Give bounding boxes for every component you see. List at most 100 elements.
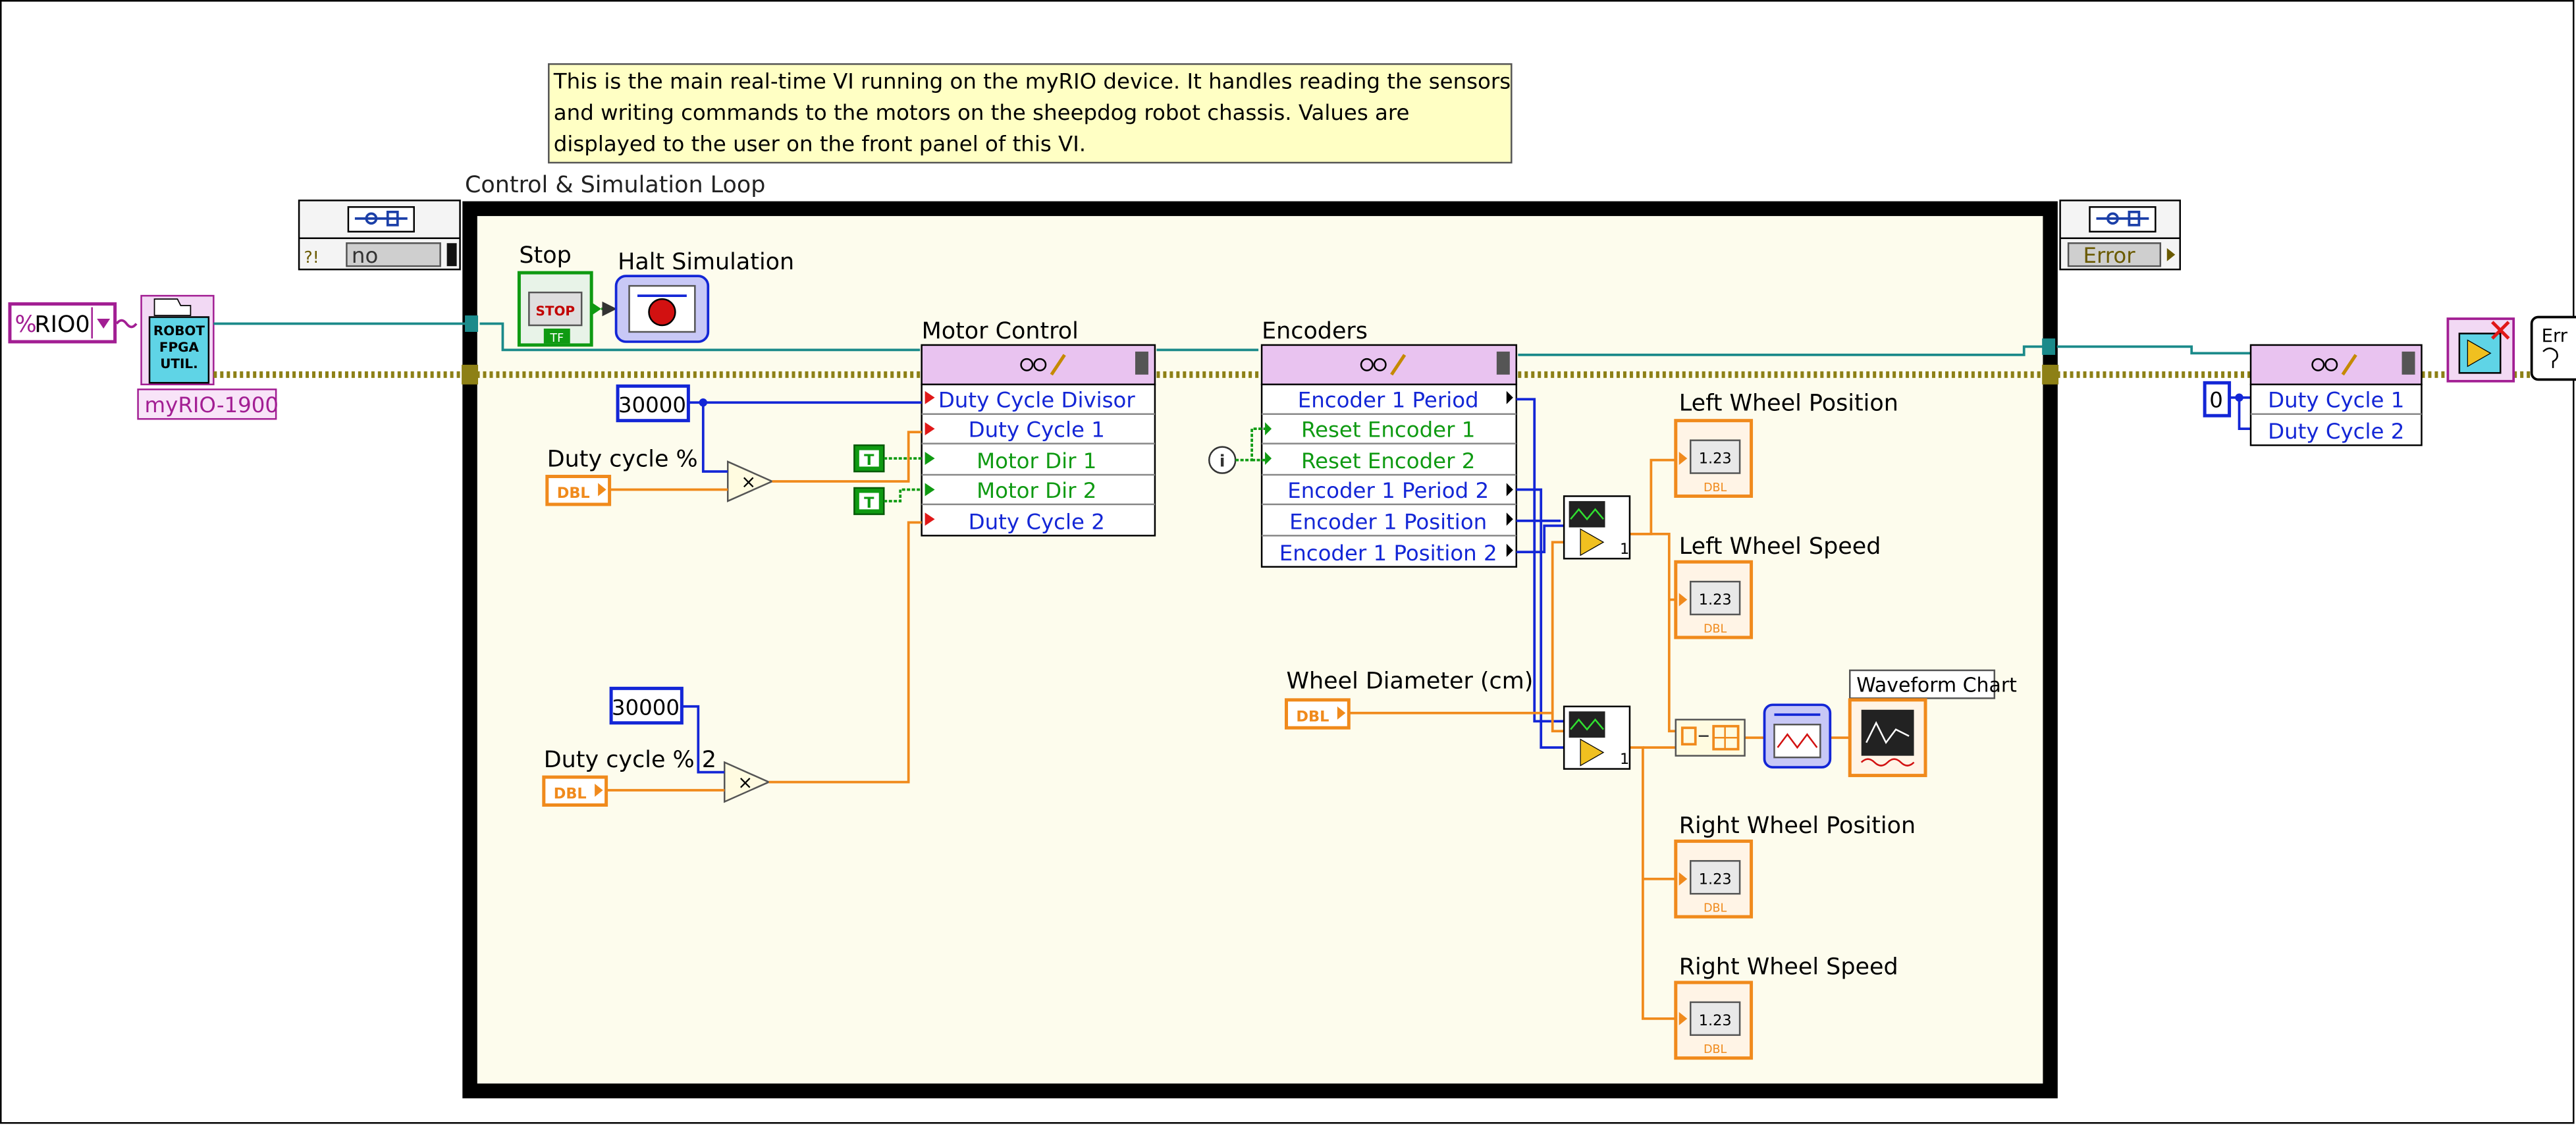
multiply-node[interactable]: × bbox=[726, 460, 774, 502]
waveform-chart-indicator[interactable] bbox=[1848, 698, 1927, 778]
dbl-text: DBL bbox=[557, 485, 590, 502]
refnum-wire bbox=[213, 322, 2251, 356]
duty-cycle-label: Duty cycle % bbox=[547, 446, 698, 473]
wheel-diameter-control[interactable]: DBL bbox=[1285, 698, 1351, 730]
encoders-label: Encoders bbox=[1262, 318, 1368, 344]
subvi-index: 1 bbox=[1620, 541, 1629, 558]
motor-shutdown-express-vi[interactable]: Duty Cycle 1 Duty Cycle 2 bbox=[2249, 344, 2423, 446]
divisor-constant[interactable] bbox=[616, 384, 690, 423]
motor-control-terminals: Duty Cycle Divisor Duty Cycle 1 Motor Di… bbox=[921, 388, 1155, 534]
tunnel-value: Error bbox=[2083, 243, 2136, 268]
true-constant-2[interactable]: T bbox=[853, 487, 885, 516]
close-fpga-reference-node[interactable] bbox=[2446, 317, 2515, 383]
comment-box: This is the main real-time VI running on… bbox=[548, 63, 1513, 164]
index-glyph: i bbox=[1220, 452, 1225, 471]
resource-name: RIO0 bbox=[34, 311, 90, 338]
duty-cycle-2-label: Duty cycle % 2 bbox=[544, 747, 716, 773]
indicator-label: Left Wheel Position bbox=[1679, 391, 1898, 417]
left-wheel-position-indicator[interactable]: 1.23 DBL bbox=[1674, 419, 1754, 498]
comment-line: and writing commands to the motors on th… bbox=[554, 100, 1410, 125]
terminal-label: Duty Cycle 2 bbox=[2268, 419, 2404, 444]
right-wheel-position-indicator[interactable]: 1.23 DBL bbox=[1674, 839, 1754, 919]
motor-control-label: Motor Control bbox=[922, 318, 1079, 344]
fpga-label-box bbox=[137, 389, 277, 420]
terminal-label: Encoder 1 Position bbox=[1289, 509, 1487, 534]
terminal-label: Reset Encoder 1 bbox=[1301, 418, 1475, 443]
zero-constant-value: 0 bbox=[2209, 388, 2223, 413]
multiply-node-2[interactable]: × bbox=[724, 761, 771, 803]
stop-button-terminal[interactable]: STOP TF bbox=[517, 271, 602, 347]
halt-simulation-label: Halt Simulation bbox=[618, 249, 794, 275]
dbl-text: DBL bbox=[1704, 902, 1727, 915]
robot-fpga-util-subvi[interactable]: ROBOT FPGA UTIL. bbox=[140, 294, 215, 386]
fpga-target-label: myRIO-1900 bbox=[145, 392, 279, 418]
encoder-conversion-subvi-left[interactable]: 1 bbox=[1563, 495, 1631, 560]
indicator-glyph: 1.23 bbox=[1699, 450, 1732, 468]
chevron-down-icon[interactable] bbox=[97, 319, 111, 329]
stop-text: STOP bbox=[536, 303, 576, 319]
encoders-terminals: Encoder 1 Period Reset Encoder 1 Reset E… bbox=[1262, 388, 1516, 566]
halt-simulation-node[interactable] bbox=[614, 275, 710, 343]
loop-label: Control & Simulation Loop bbox=[465, 172, 765, 198]
close-icon bbox=[2490, 321, 2510, 340]
subvi-index: 1 bbox=[1620, 751, 1629, 768]
loop-tunnel bbox=[2042, 338, 2056, 355]
terminal-label: Duty Cycle 1 bbox=[969, 418, 1105, 443]
stop-label: Stop bbox=[519, 242, 571, 269]
duty-cycle-2-control[interactable]: DBL bbox=[542, 775, 608, 807]
comment-line: This is the main real-time VI running on… bbox=[553, 69, 1511, 94]
iteration-terminal[interactable]: i bbox=[1208, 446, 1237, 474]
tunnel-value: no bbox=[352, 243, 378, 268]
percent-glyph: % bbox=[14, 311, 36, 338]
right-wheel-speed-indicator[interactable]: 1.23 DBL bbox=[1674, 981, 1754, 1060]
simple-error-handler[interactable]: Err bbox=[2530, 315, 2576, 381]
motor-control-express-vi[interactable] bbox=[921, 344, 1156, 537]
indicator-label: Right Wheel Position bbox=[1679, 813, 1916, 839]
fpga-util-text: ROBOT bbox=[153, 323, 205, 338]
build-array-node[interactable] bbox=[1675, 718, 1746, 757]
fpga-util-text: UTIL. bbox=[160, 356, 198, 371]
waveform-chart-label: Waveform Chart bbox=[1856, 674, 2017, 697]
indicator-glyph: 1.23 bbox=[1699, 591, 1732, 608]
terminal-label: Motor Dir 2 bbox=[977, 478, 1096, 503]
terminal-label: Encoder 1 Period bbox=[1298, 388, 1479, 413]
tf-text: TF bbox=[549, 332, 564, 345]
divisor-constant-2[interactable] bbox=[609, 686, 684, 725]
loop-tunnel bbox=[462, 364, 479, 385]
indicator-glyph: 1.23 bbox=[1699, 1012, 1732, 1029]
comment-line: displayed to the user on the front panel… bbox=[554, 132, 1086, 157]
loop-tunnel bbox=[465, 315, 479, 332]
indicator-label: Left Wheel Speed bbox=[1679, 533, 1881, 560]
dbl-text: DBL bbox=[1704, 623, 1727, 636]
fpga-util-text: FPGA bbox=[159, 339, 200, 355]
terminal-label: Duty Cycle 1 bbox=[2268, 388, 2404, 413]
loop-left-config-node[interactable]: ?! no bbox=[298, 200, 461, 271]
divisor-constant-value: 30000 bbox=[612, 695, 680, 720]
true-glyph: T bbox=[864, 495, 874, 512]
svg-text:×: × bbox=[738, 773, 753, 794]
zero-constant[interactable] bbox=[2203, 381, 2232, 418]
terminal-label: Duty Cycle Divisor bbox=[938, 388, 1136, 413]
dbl-text: DBL bbox=[554, 786, 587, 803]
integer-wire bbox=[682, 396, 2251, 774]
terminal-label: Reset Encoder 2 bbox=[1301, 448, 1475, 473]
simulation-time-waveform-node[interactable] bbox=[1763, 703, 1832, 768]
boolean-wire bbox=[884, 427, 1266, 502]
terminal-label: Motor Dir 1 bbox=[977, 448, 1096, 473]
duty-cycle-control[interactable]: DBL bbox=[545, 475, 612, 506]
dbl-text: DBL bbox=[1704, 481, 1727, 495]
loop-right-config-node[interactable]: Error bbox=[2059, 200, 2181, 271]
true-constant[interactable]: T bbox=[853, 444, 885, 473]
dbl-text: DBL bbox=[1296, 708, 1329, 725]
resource-name-constant[interactable]: % RIO0 bbox=[8, 302, 117, 344]
tunnel-glyph: ?! bbox=[304, 248, 319, 267]
terminal-label: Encoder 1 Position 2 bbox=[1279, 541, 1497, 566]
left-wheel-speed-indicator[interactable]: 1.23 DBL bbox=[1674, 560, 1754, 639]
divisor-constant-value: 30000 bbox=[618, 392, 686, 418]
terminal-label: Duty Cycle 2 bbox=[969, 509, 1105, 534]
svg-text:×: × bbox=[741, 472, 756, 493]
loop-tunnel bbox=[2042, 364, 2059, 385]
encoder-conversion-subvi-right[interactable]: 1 bbox=[1563, 705, 1631, 770]
error-glyph: Err bbox=[2542, 326, 2568, 346]
